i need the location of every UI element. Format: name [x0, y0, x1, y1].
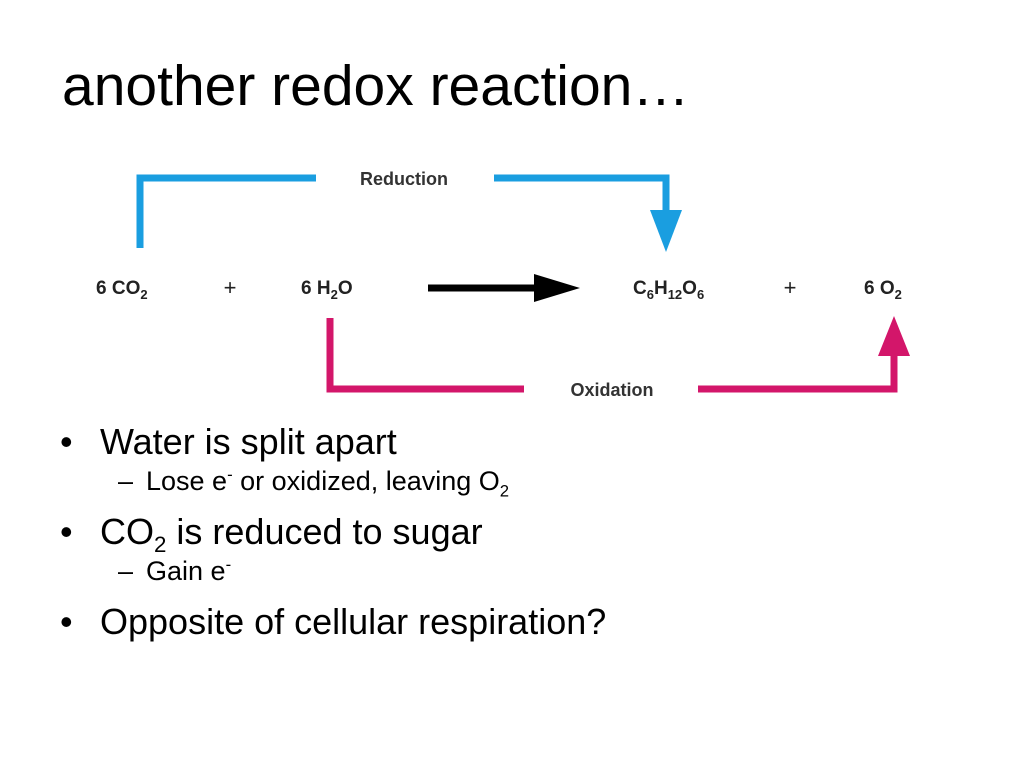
bullet-list: • Water is split apart – Lose e- or oxid… — [60, 420, 1000, 644]
subbullet-marker: – — [118, 466, 134, 496]
plus-sign-products: + — [784, 275, 797, 300]
reaction-arrow — [428, 274, 580, 302]
subbullet-text: Gain e- — [146, 555, 232, 586]
reactant-h2o: 6 H2O — [301, 278, 353, 302]
bullet-text: Opposite of cellular respiration? — [100, 601, 607, 642]
subbullet-text: Lose e- or oxidized, leaving O2 — [146, 465, 510, 501]
subbullet-gain-electrons: – Gain e- — [60, 554, 1000, 588]
bullet-text: CO2 is reduced to sugar — [100, 511, 483, 558]
reduction-label: Reduction — [360, 169, 448, 189]
bullet-opposite-respiration: • Opposite of cellular respiration? — [60, 600, 1000, 644]
product-o2: 6 O2 — [864, 278, 902, 302]
bullet-marker: • — [60, 421, 73, 462]
oxidation-label: Oxidation — [570, 380, 653, 400]
oxidation-arrow — [326, 316, 910, 393]
product-glucose: C6H12O6 — [633, 278, 704, 302]
bullet-water-split: • Water is split apart — [60, 420, 1000, 464]
bullet-text: Water is split apart — [100, 421, 397, 462]
reduction-arrow — [136, 174, 682, 252]
subbullet-lose-electrons: – Lose e- or oxidized, leaving O2 — [60, 464, 1000, 501]
slide-title: another redox reaction… — [62, 54, 690, 118]
plus-sign-reactants: + — [224, 275, 237, 300]
bullet-co2-reduced: • CO2 is reduced to sugar — [60, 510, 1000, 558]
bullet-marker: • — [60, 601, 73, 642]
reactant-co2: 6 CO2 — [96, 278, 148, 302]
bullet-marker: • — [60, 511, 73, 552]
subbullet-marker: – — [118, 556, 134, 586]
